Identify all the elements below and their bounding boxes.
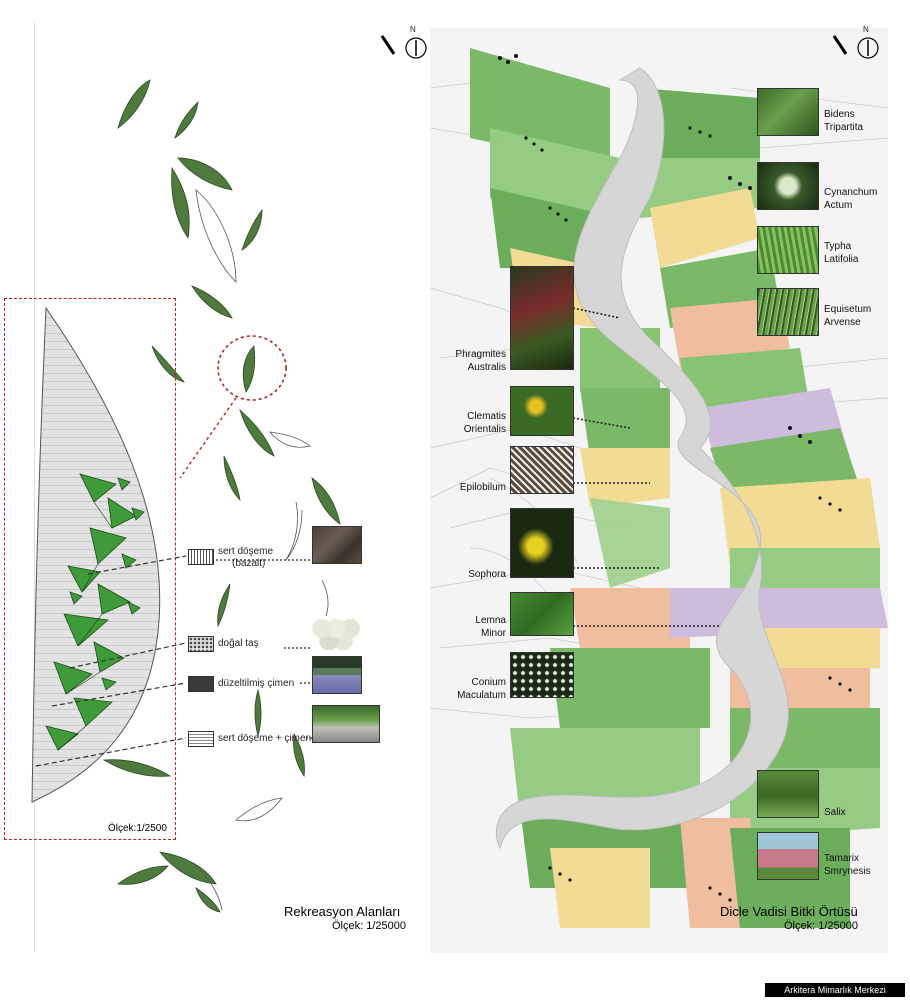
legend-label-1: sert döşeme: [218, 546, 274, 557]
legend-item-1: sert döşeme (bazalt): [218, 546, 273, 570]
photo-natural-stone: [312, 614, 360, 650]
swatch-basalt: [188, 549, 214, 565]
left-title: Rekreasyon Alanları: [284, 904, 401, 919]
photo-paving-grass: [312, 705, 380, 743]
plant-typha-l1: Typha: [824, 241, 852, 252]
leaf-plan-detail: [31, 306, 161, 803]
plant-bidens-l2: Tripartita: [824, 122, 864, 133]
photo-tamarix: [757, 832, 819, 880]
photo-cynanchum: [757, 162, 819, 210]
plant-phragmites-l2: Australis: [467, 362, 506, 373]
legend-label-2: doğal taş: [218, 638, 259, 649]
swatch-paving-grass: [188, 731, 214, 747]
photo-lemna: [510, 592, 574, 636]
north-label-right: N: [863, 25, 869, 34]
left-scale: Ölçek: 1/25000: [332, 920, 406, 932]
photo-epilobilum: [510, 446, 574, 494]
plant-cynanchum-l2: Actum: [824, 200, 853, 211]
north-arrow-right-icon: [832, 35, 879, 59]
legend-label-4: sert döşeme + çimen: [218, 733, 312, 744]
photo-equisetum: [757, 288, 819, 336]
photo-sophora: [510, 508, 574, 578]
plant-tamarix-l2: Smrynesis: [824, 866, 871, 877]
right-scale: Ölçek: 1/25000: [784, 920, 858, 932]
legend-leaders: [35, 555, 312, 767]
plant-salix-l1: Salix: [824, 807, 846, 818]
highlight-circle: [179, 335, 287, 479]
right-title: Dicle Vadisi Bitki Örtüsü: [720, 904, 858, 919]
plant-clematis-l1: Clematis: [467, 411, 506, 422]
credit-badge: Arkitera Mimarlık Merkezi: [765, 983, 905, 997]
plant-tamarix-l1: Tamarix: [824, 853, 860, 864]
north-label-left: N: [410, 25, 416, 34]
plant-lemna-l2: Minor: [480, 628, 506, 639]
plant-conium-l2: Maculatum: [457, 690, 506, 701]
north-arrow-left-icon: [380, 35, 427, 59]
plant-label-epilobilum: Epilobilum: [440, 481, 506, 494]
plant-epilobilum-l1: Epilobilum: [459, 482, 506, 493]
detail-frame: [4, 298, 176, 840]
plant-typha-l2: Latifolia: [824, 254, 859, 265]
plant-label-sophora: Sophora: [440, 568, 506, 581]
photo-phragmites: [510, 266, 574, 370]
plant-sophora-l1: Sophora: [468, 569, 506, 580]
plant-equisetum-l1: Equisetum: [824, 304, 872, 315]
leaves-layer: [102, 79, 341, 913]
swatch-lawn: [188, 676, 214, 692]
plant-label-salix: Salix: [824, 806, 846, 819]
plant-phragmites-l1: Phragmites: [455, 349, 506, 360]
swatch-natural-stone: [188, 636, 214, 652]
photo-lawn: [312, 656, 362, 694]
legend-label-3: düzeltilmiş çimen: [218, 678, 295, 689]
photo-salix: [757, 770, 819, 818]
plant-bidens-l1: Bidens: [824, 109, 855, 120]
photo-typha: [757, 226, 819, 274]
plant-cynanchum-l1: Cynanchum: [824, 187, 878, 198]
plant-clematis-l2: Orientalis: [463, 424, 506, 435]
detail-scale: Ölçek:1/2500: [108, 823, 167, 834]
frame-line-left: [34, 22, 35, 952]
photo-conium: [510, 652, 574, 698]
photo-basalt: [312, 526, 362, 564]
legend-sub-1: (bazalt): [232, 558, 266, 569]
plant-lemna-l1: Lemna: [475, 615, 506, 626]
plant-conium-l1: Conium: [471, 677, 506, 688]
plant-equisetum-l2: Arvense: [824, 317, 861, 328]
photo-bidens: [757, 88, 819, 136]
photo-clematis: [510, 386, 574, 436]
